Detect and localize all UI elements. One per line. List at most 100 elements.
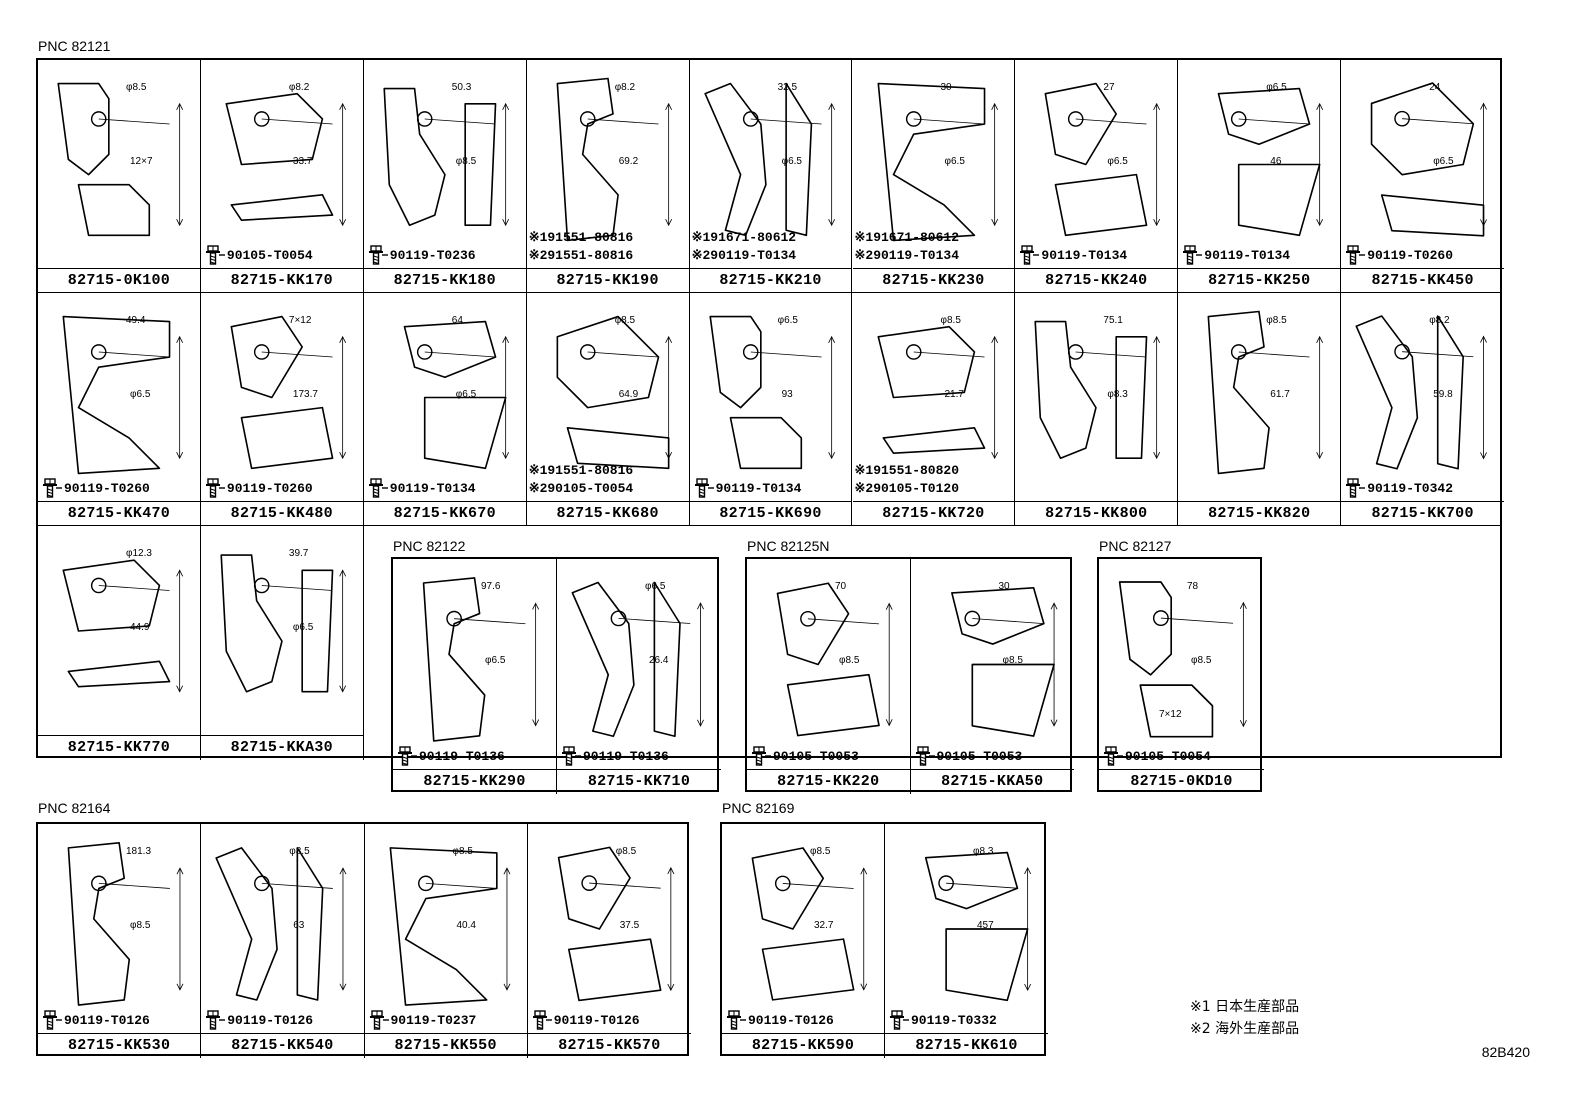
part-drawing (853, 60, 1015, 269)
bolt-ref: ※191671-80612※290119-T0134 (692, 229, 797, 265)
part-drawing (557, 559, 721, 770)
bolt-icon (752, 746, 771, 766)
part-number[interactable]: 82715-KK540 (201, 1033, 364, 1058)
part-number[interactable]: 82715-KK290 (393, 769, 556, 794)
dimension-label: 32.7 (814, 920, 834, 931)
part-number[interactable]: 82715-KK240 (1015, 268, 1178, 293)
bolt-icon (1346, 478, 1366, 498)
part-number[interactable]: 82715-KKA50 (910, 769, 1074, 794)
part-drawing (528, 824, 691, 1034)
bolt-number: 90119-T0134 (715, 480, 802, 496)
bolt-icon (1020, 245, 1040, 265)
bolt-ref: 90105-T0054 (205, 245, 313, 265)
bolt-icon (890, 1010, 909, 1030)
dimension-label: φ8.5 (1191, 655, 1212, 666)
bolt-ref: 90119-T0237 (369, 1010, 477, 1030)
bolt-ref: ※191551-80816※290105-T0054 (529, 462, 634, 498)
dimension-label: φ8.5 (615, 846, 637, 857)
part-number[interactable]: 82715-KK180 (363, 268, 526, 293)
part-number[interactable]: 82715-KK610 (885, 1033, 1048, 1058)
part-number[interactable]: 82715-KK550 (364, 1033, 527, 1058)
dimension-label: φ6.5 (777, 315, 798, 326)
part-number[interactable]: 82715-0KD10 (1099, 769, 1264, 794)
bolt-number: 90119-T0126 (553, 1012, 640, 1028)
dimension-label: 24 (1429, 82, 1441, 93)
bolt-ref: ※191551-80816※291551-80816 (529, 229, 634, 265)
part-number[interactable]: 82715-KK250 (1178, 268, 1341, 293)
part-number[interactable]: 82715-KK590 (722, 1033, 884, 1058)
part-number[interactable]: 82715-KK700 (1341, 501, 1505, 526)
pnc-label: PNC 82121 (38, 38, 111, 54)
bolt-ref: 90119-T0342 (1345, 478, 1453, 498)
dimension-label: φ8.5 (1002, 655, 1023, 666)
bolt-number: 90119-T0134 (1041, 247, 1128, 263)
part-number[interactable]: 82715-KKA30 (200, 735, 363, 760)
part-number[interactable]: 82715-KK800 (1015, 501, 1178, 526)
bolt-icon (368, 478, 388, 498)
dimension-label: 30 (998, 581, 1010, 592)
dimension-label: 30 (940, 82, 952, 93)
bolt-number: 90105-T0054 (1125, 748, 1211, 764)
bolt-number-list: ※191551-80816※291551-80816 (529, 229, 634, 265)
part-number[interactable]: 82715-KK690 (689, 501, 852, 526)
part-number[interactable]: 82715-KK720 (852, 501, 1015, 526)
bolt-icon (1346, 245, 1366, 265)
dimension-label: 457 (977, 920, 994, 931)
part-drawing (1015, 293, 1177, 502)
part-number[interactable]: 82715-KK710 (557, 769, 721, 794)
bolt-ref: 90105-T0054 (1103, 746, 1211, 766)
part-number[interactable]: 82715-KK770 (38, 735, 200, 760)
part-drawing (38, 526, 200, 736)
part-number[interactable]: 82715-KK530 (38, 1033, 201, 1058)
dimension-label: 7×12 (288, 315, 312, 326)
bolt-number: 90119-T0136 (583, 748, 669, 764)
bolt-ref: 90119-T0260 (205, 478, 313, 498)
part-number[interactable]: 82715-KK480 (200, 501, 363, 526)
dimension-label: φ8.5 (452, 846, 473, 857)
part-drawing (527, 293, 689, 502)
part-drawing (690, 60, 852, 269)
part-number[interactable]: 82715-KK820 (1178, 501, 1341, 526)
part-drawing (911, 559, 1075, 770)
dimension-label: 63 (293, 920, 305, 931)
part-number[interactable]: 82715-KK210 (689, 268, 852, 293)
part-number[interactable]: 82715-KK680 (526, 501, 689, 526)
dimension-label: φ8.5 (289, 846, 310, 857)
part-number[interactable]: 82715-KK220 (747, 769, 910, 794)
part-number[interactable]: 82715-KK190 (526, 268, 689, 293)
part-number[interactable]: 82715-KK470 (38, 501, 200, 526)
part-number[interactable]: 82715-KK230 (852, 268, 1015, 293)
bolt-icon (1104, 746, 1123, 766)
bolt-ref: 90119-T0136 (397, 746, 505, 766)
pnc-label: PNC 82164 (38, 800, 111, 816)
dimension-label: 46 (1270, 156, 1282, 167)
bolt-ref: 90119-T0236 (368, 245, 476, 265)
dimension-label: 64 (451, 315, 463, 326)
dimension-label: 69.2 (618, 156, 639, 167)
bolt-number: 90119-T0237 (390, 1012, 477, 1028)
footnote-1: ※1 日本生産部品 (1190, 999, 1300, 1015)
bolt-number: ※290105-T0120 (854, 481, 960, 496)
part-number[interactable]: 82715-KK450 (1341, 268, 1505, 293)
part-drawing (364, 60, 526, 269)
part-number[interactable]: 82715-0K100 (38, 268, 200, 293)
part-drawing (527, 60, 689, 269)
part-number[interactable]: 82715-KK570 (527, 1033, 691, 1058)
part-drawing (38, 293, 200, 502)
bolt-icon (369, 1010, 389, 1030)
part-number[interactable]: 82715-KK170 (200, 268, 363, 293)
part-number[interactable]: 82715-KK670 (363, 501, 526, 526)
dimension-label: 44.9 (130, 622, 150, 633)
